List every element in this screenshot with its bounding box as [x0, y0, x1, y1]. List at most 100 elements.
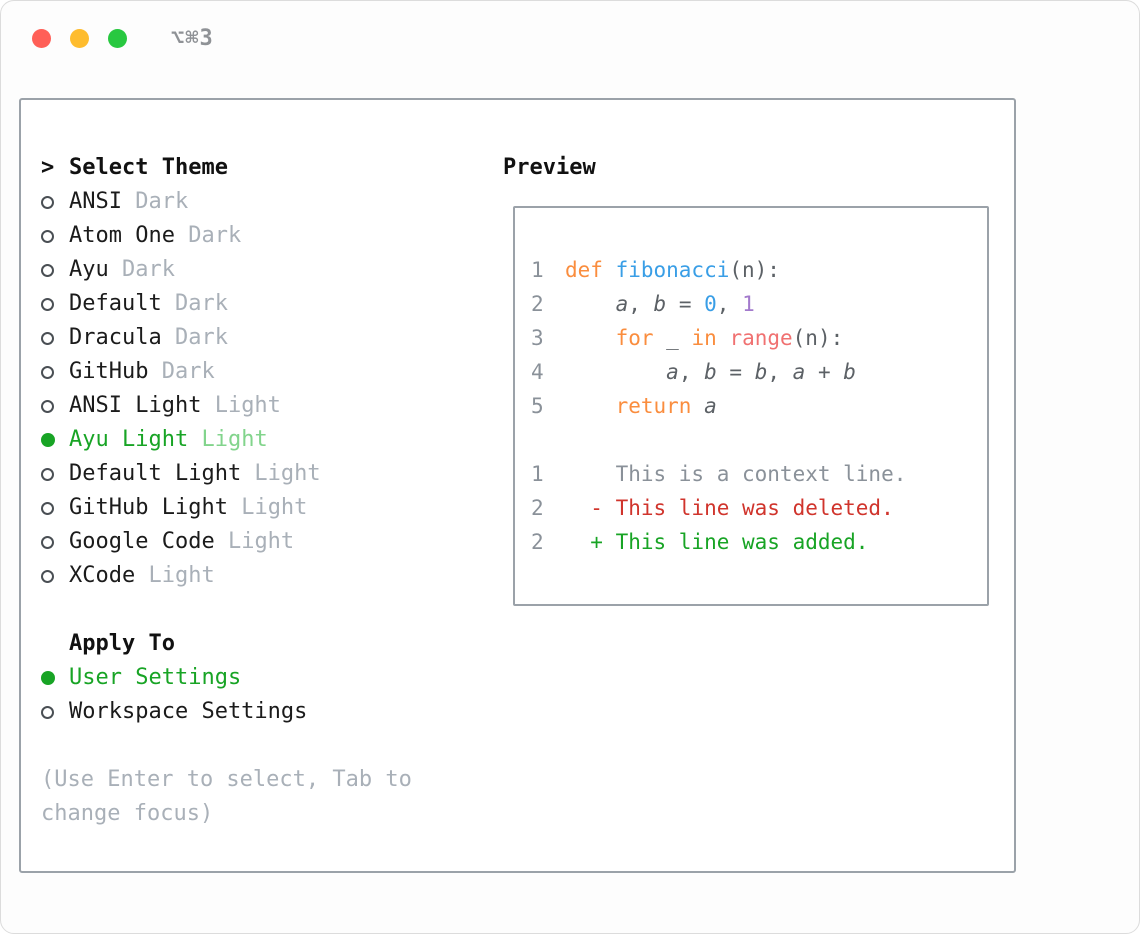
preview-title: Preview	[503, 155, 596, 180]
apply-option-user-settings[interactable]: User Settings	[41, 661, 465, 695]
theme-option-ansi-light[interactable]: ANSI Light Light	[41, 389, 465, 423]
theme-option-github-light[interactable]: GitHub Light Light	[41, 491, 465, 525]
radio-gutter	[41, 399, 69, 413]
code-token-plain	[654, 326, 667, 350]
option-variant: Dark	[108, 257, 175, 282]
code-token-plain: ,	[767, 360, 793, 384]
code-token-variable: a	[666, 360, 679, 384]
radio-icon	[41, 569, 54, 583]
radio-icon	[41, 365, 54, 379]
code-token-plain: =	[716, 360, 755, 384]
zoom-button[interactable]	[108, 28, 127, 48]
line-number: 2	[531, 530, 544, 554]
option-label: Dracula	[69, 325, 162, 350]
code-token-plain: ,	[678, 360, 705, 384]
code-token-plain: (n):	[792, 326, 844, 350]
radio-icon	[41, 195, 54, 209]
select-theme-header: > Select Theme	[41, 151, 465, 185]
code-token-keyword: return	[615, 394, 692, 418]
apply-to-title: Apply To	[69, 631, 175, 656]
code-token-plain	[691, 394, 704, 418]
code-token-variable: _	[666, 326, 679, 350]
code-token-variable: b	[843, 360, 856, 384]
theme-option-ayu[interactable]: Ayu Dark	[41, 253, 465, 287]
radio-gutter	[41, 195, 69, 209]
radio-gutter	[41, 671, 69, 685]
code-token-plain	[679, 326, 692, 350]
theme-option-default-light[interactable]: Default Light Light	[41, 457, 465, 491]
select-theme-title: Select Theme	[69, 155, 228, 180]
option-variant: Dark	[148, 359, 215, 384]
radio-gutter	[41, 467, 69, 481]
line-number: 5	[531, 394, 544, 418]
line-number: 2	[531, 496, 544, 520]
preview-line: 4 a, b = b, a + b	[531, 355, 987, 389]
theme-option-ansi[interactable]: ANSI Dark	[41, 185, 465, 219]
radio-gutter	[41, 569, 69, 583]
selection-caret: >	[41, 155, 55, 180]
code-token-variable: b	[754, 360, 768, 384]
option-label: Ayu Light	[69, 427, 189, 452]
line-number: 1	[531, 462, 544, 486]
radio-icon	[41, 399, 54, 413]
code-token-plain: ,	[628, 292, 654, 316]
option-variant: Light	[241, 461, 321, 486]
line-number: 2	[531, 292, 544, 316]
code-token-plain: (n):	[729, 258, 780, 282]
option-variant: Dark	[161, 325, 228, 350]
code-token-function: fibonacci	[615, 258, 730, 282]
radio-gutter	[41, 331, 69, 345]
apply-to-header: Apply To	[41, 627, 465, 661]
code-token-number-purple: 1	[742, 292, 755, 316]
option-label: Ayu	[69, 257, 109, 282]
option-variant: Dark	[121, 189, 189, 214]
theme-option-default[interactable]: Default Dark	[41, 287, 465, 321]
radio-icon	[41, 297, 54, 311]
radio-gutter	[41, 297, 69, 311]
titlebar: ⌥⌘3	[1, 1, 1139, 75]
line-number: 1	[531, 258, 544, 282]
theme-option-github[interactable]: GitHub Dark	[41, 355, 465, 389]
code-token-call: range	[729, 326, 793, 350]
code-token-context: This is a context line.	[565, 462, 907, 486]
code-token-variable: a	[792, 360, 806, 384]
code-token-plain: =	[666, 292, 705, 316]
apply-option-workspace-settings[interactable]: Workspace Settings	[41, 695, 465, 729]
code-token-plain	[565, 360, 666, 384]
radio-icon	[41, 535, 54, 549]
preview-line: 2 a, b = 0, 1	[531, 287, 987, 321]
radio-selected-icon	[41, 671, 55, 685]
code-token-number-blue: 0	[704, 292, 717, 316]
radio-gutter	[41, 705, 69, 719]
preview-line: 2 + This line was added.	[531, 525, 987, 559]
option-variant: Light	[188, 427, 268, 452]
code-token-added: + This line was added.	[565, 530, 869, 554]
option-label: Google Code	[69, 529, 215, 554]
spacer	[41, 729, 465, 763]
radio-gutter	[41, 263, 69, 277]
code-token-variable: a	[704, 394, 717, 418]
line-number: 3	[531, 326, 544, 350]
option-variant: Light	[227, 495, 308, 520]
minimize-button[interactable]	[70, 28, 89, 48]
theme-option-ayu-light[interactable]: Ayu Light Light	[41, 423, 465, 457]
code-token-plain: ,	[716, 292, 743, 316]
line-number: 4	[531, 360, 544, 384]
theme-option-google-code[interactable]: Google Code Light	[41, 525, 465, 559]
theme-option-atom-one[interactable]: Atom One Dark	[41, 219, 465, 253]
close-button[interactable]	[32, 28, 51, 48]
radio-icon	[41, 229, 54, 243]
hint-text: (Use Enter to select, Tab to change focu…	[41, 767, 412, 826]
theme-option-xcode[interactable]: XCode Light	[41, 559, 465, 593]
window-shortcut-label: ⌥⌘3	[171, 25, 214, 51]
code-token-variable: b	[653, 292, 667, 316]
radio-icon	[41, 501, 54, 515]
theme-option-dracula[interactable]: Dracula Dark	[41, 321, 465, 355]
preview-line: 1 This is a context line.	[531, 457, 987, 491]
